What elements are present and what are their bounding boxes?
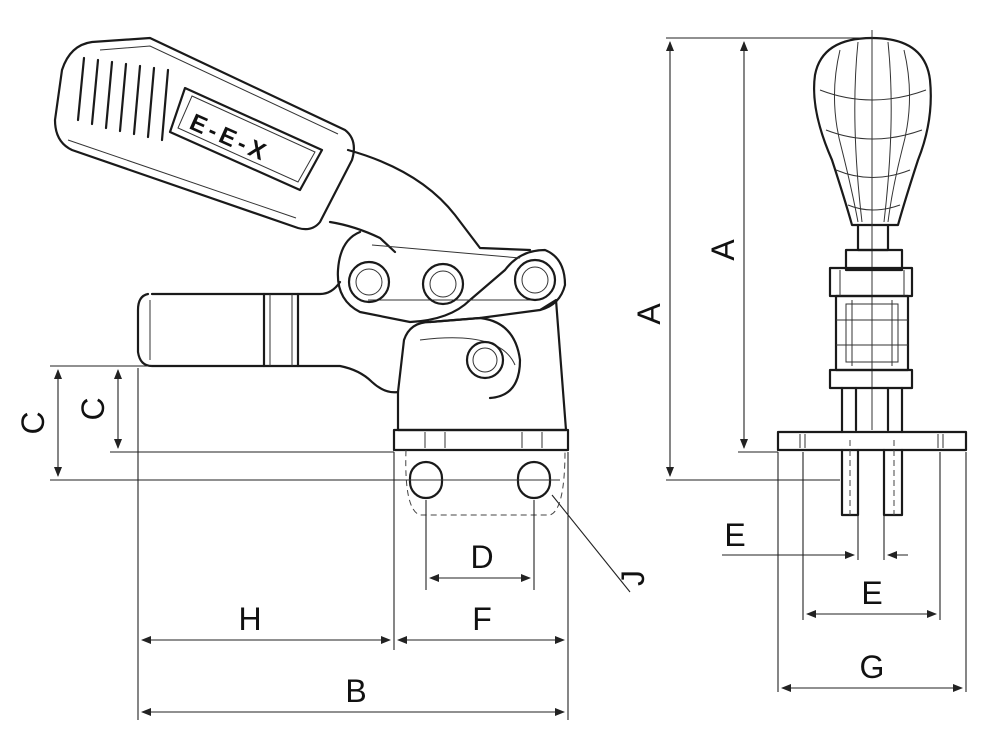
side-view-dimensions bbox=[50, 365, 631, 720]
dim-label-e-lower: E bbox=[861, 575, 882, 611]
link-plate bbox=[336, 230, 567, 324]
dim-label-a-outer: A bbox=[631, 303, 667, 325]
dim-label-a-inner: A bbox=[705, 239, 741, 261]
front-view bbox=[776, 30, 968, 517]
dim-label-f: F bbox=[472, 601, 492, 637]
dim-label-b: B bbox=[345, 673, 366, 709]
handle-knob bbox=[812, 30, 932, 430]
dim-label-c-outer: C bbox=[15, 411, 51, 434]
handle-arm bbox=[328, 148, 532, 254]
front-base-flange bbox=[776, 430, 968, 517]
dim-label-j: J bbox=[615, 570, 651, 586]
dim-label-e-upper: E bbox=[724, 517, 745, 553]
dim-label-c-inner: C bbox=[75, 397, 111, 420]
base-body bbox=[396, 298, 568, 432]
front-view-dimensions bbox=[666, 37, 967, 692]
pivot-pin-1 bbox=[347, 260, 391, 304]
base-flange bbox=[392, 428, 570, 452]
dim-label-h: H bbox=[238, 601, 261, 637]
link-block bbox=[828, 248, 914, 390]
pivot-pin-3 bbox=[513, 258, 557, 302]
side-view: E-E-X bbox=[53, 36, 570, 516]
pivot-pin-2 bbox=[421, 262, 465, 306]
pivot-pin-4 bbox=[465, 340, 505, 380]
dim-label-d: D bbox=[470, 539, 493, 575]
handle-grip bbox=[53, 36, 355, 231]
dim-label-g: G bbox=[860, 649, 885, 685]
